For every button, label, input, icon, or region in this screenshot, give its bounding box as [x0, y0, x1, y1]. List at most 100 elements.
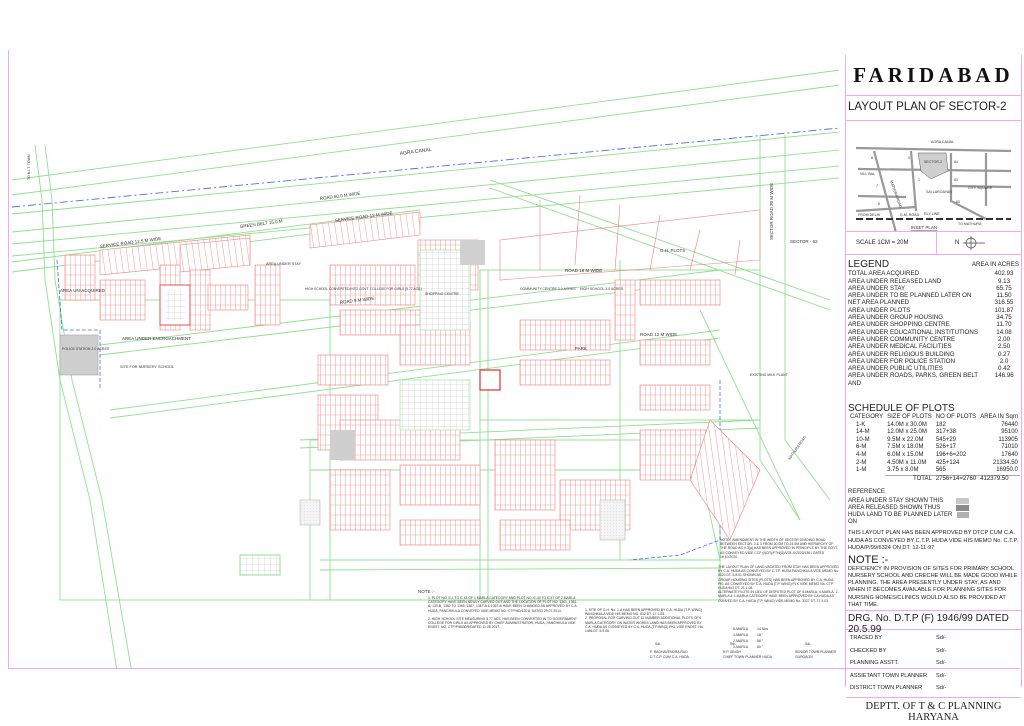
map-note3-2: GROUP HOUSING SITES (PLOTS) HAS BEEN APP…: [718, 577, 834, 591]
legend-header: LEGEND AREA IN ACRES: [848, 259, 1019, 270]
inset-label: 1: [918, 178, 920, 182]
map-notes-heading: NOTE :-: [418, 589, 435, 594]
schedule-cell: 14.0M x 30.0M: [887, 421, 927, 428]
legend-value: 11.70: [996, 321, 1012, 329]
scale-row: SCALE 1CM = 20M N: [846, 232, 1021, 255]
label-milk-plant: EXISTING MILK PLANT: [750, 373, 789, 377]
schedule-cell: 14-M: [856, 429, 870, 436]
total-area: 412379.50: [978, 474, 1020, 484]
label-road-12: ROAD 12 M WIDE: [640, 332, 677, 337]
map-note2-2: 2. PROPOSAL FOR CARVING OUT 11 NUMBER AD…: [585, 616, 704, 634]
label-road-9: ROAD 9 M WIDE: [340, 296, 375, 305]
inset-label: TO MATHURA: [958, 222, 982, 226]
north-label: N: [955, 240, 960, 246]
schedule-cell: 6-M: [856, 444, 867, 451]
label-road-60: ROAD 60.0 M WIDE: [319, 191, 360, 201]
schedule-cell: 16950.0: [996, 467, 1018, 474]
alt-plot-category: 6-MARLA: [733, 627, 749, 631]
inset-label: G.M. ROAD: [900, 213, 920, 217]
schedule-cell: 182: [935, 421, 946, 428]
schedule-title: SCHEDULE OF PLOTS: [848, 403, 955, 414]
reference-item: AREA UNDER STAY SHOWN THIS: [848, 498, 1019, 505]
city-title: FARIDABAD: [846, 55, 1021, 96]
alt-plot-category: 4-MARLA: [733, 633, 749, 637]
signatory-sd: Sd/-: [805, 642, 811, 646]
map-notes2: 1. SITE OF G.H. No. 1-A HAS BEEN APPROVE…: [585, 608, 705, 633]
schedule-cell: 317+38: [935, 429, 957, 436]
signature-sign: Sd/-: [936, 685, 947, 692]
department-name: DEPTT. OF T & C PLANNING HARYANA: [865, 701, 1002, 724]
legend-value: 34.75: [996, 314, 1012, 322]
schedule-cell: 196+6=202: [935, 451, 967, 458]
schedule-cell: 7.5M x 18.0M: [887, 444, 924, 451]
inset-label: 64: [954, 160, 958, 164]
legend-label: AREA UNDER TO BE PLANNED LATER ON: [848, 292, 972, 300]
label-area-encroachment: AREA UNDER ENCROACHMENT: [122, 336, 191, 341]
map-note3-3: ALTERNATE PLOTS IN LIEU OF DISPUTED PLOT…: [718, 590, 839, 603]
schedule-cell: 3.75 x 8.0M: [887, 467, 919, 474]
signature-sign: Sd/-: [936, 660, 947, 667]
inset-label: 7: [876, 184, 878, 188]
legend-label: TOTAL AREA ACQUIRED: [848, 270, 920, 278]
alt-plot-count: 56 ": [757, 639, 764, 643]
schedule-cell: 10-M: [856, 436, 870, 443]
signature-sign: Sd/-: [936, 672, 947, 679]
schedule-cell: 4-M: [856, 451, 867, 458]
label-park: PARK: [575, 346, 587, 351]
signatory-name: P. RAGHAVENDRA RAO: [650, 650, 688, 654]
signatory-title: GURGAON: [795, 655, 813, 659]
legend-value: 9.13: [997, 277, 1011, 285]
drawing-number: DRG. No. D.T.P (F) 1946/99 DATED 20.5.99: [846, 611, 1021, 635]
legend-row: AREA UNDER SHOPPING CENTRE 11.70: [848, 321, 1019, 328]
legend-unit-header: AREA IN ACRES: [971, 261, 1019, 268]
schedule-cell: 565: [935, 467, 946, 474]
plot-blocks: [64, 194, 761, 551]
special-areas: [59, 240, 626, 576]
schedule-cell: 9.5M x 22.0M: [887, 436, 924, 443]
legend-value: 316.55: [994, 299, 1014, 307]
legend-title: LEGEND: [848, 259, 890, 270]
label-sector-62: SECTOR - 62: [790, 239, 818, 244]
schedule-cell: 113905: [998, 436, 1018, 443]
legend-label: AREA UNDER PUBLIC UTILITIES: [848, 365, 943, 373]
reference-label: AREA RELEASED SHOWN THUS: [848, 505, 941, 512]
schedule-row: 1-M 3.75 x 8.0M 565 16950.0: [848, 467, 1020, 475]
signatory-sd: Sd/-: [655, 642, 661, 646]
map-signatories: Sd/- P. RAGHAVENDRA RAO D.T.C.P. CUM C.A…: [650, 642, 837, 659]
schedule-cell: 1-M: [856, 467, 867, 474]
legend-row: NET AREA PLANNED 316.55: [848, 299, 1019, 306]
roads-layer: [11, 69, 839, 668]
legend: LEGEND AREA IN ACRES TOTAL AREA ACQUIRED…: [846, 255, 1021, 401]
legend-label: NET AREA PLANNED: [848, 299, 910, 307]
label-area-unacquired: AREA UN-ACQUIRED: [60, 288, 106, 293]
inset-map: AGRA CANAL SECTOR-2 8 3 64 VILL BAL 7 1 …: [855, 140, 1012, 252]
legend-label: AREA UNDER SHOPPING CENTRE: [848, 321, 950, 329]
signatory-name: R.P. SINGH: [723, 650, 741, 654]
reference-item: HUDA LAND TO BE PLANNED LATER ON: [848, 512, 1019, 526]
schedule-header: NO OF PLOTS: [935, 414, 977, 420]
inset-label: VILL BAL: [860, 172, 875, 176]
legend-label: AREA UNDER PLOTS: [848, 306, 911, 314]
schedule-cell: 17640: [1001, 451, 1018, 458]
legend-label: AREA UNDER ROADS, PARKS, GREEN BELT AND: [848, 372, 978, 387]
signature-sign: Sd/-: [936, 635, 947, 642]
signatory-name: SENIOR TOWN PLANNER: [795, 650, 837, 654]
